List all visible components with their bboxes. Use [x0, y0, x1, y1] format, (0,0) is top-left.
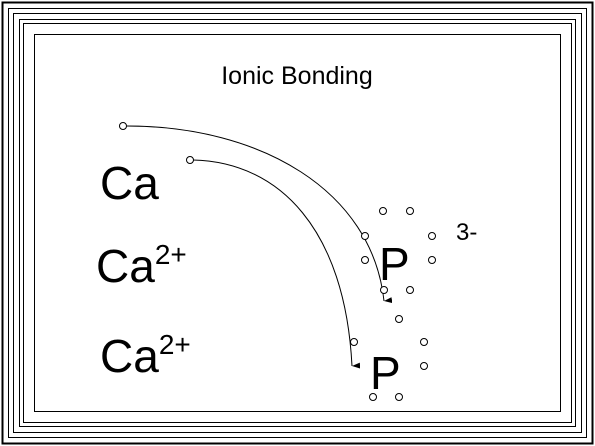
electron-p-lower-right-top: [420, 338, 428, 346]
electron-p-lower-right-bottom: [420, 362, 428, 370]
diagram-title: Ionic Bonding: [221, 62, 373, 90]
electron-p-lower-bottom-right: [395, 393, 403, 401]
electron-transfer-arrows: [126, 125, 393, 369]
electron-p-lower-top: [395, 315, 403, 323]
phosphorus-charge-label: 3-: [456, 219, 477, 246]
electron-p-upper-bottom-left: [380, 286, 388, 294]
electron-p-upper-bottom-right: [406, 286, 414, 294]
phosphorus-upper-label: P: [379, 238, 410, 290]
calcium-ion-2-charge: 2+: [159, 329, 191, 360]
electron-calcium-origin-2: [186, 156, 194, 164]
electron-p-upper-top-left: [379, 207, 387, 215]
calcium-ion-1: Ca2+: [96, 239, 187, 292]
electron-p-lower-left: [350, 338, 358, 346]
electron-p-upper-left-top: [361, 232, 369, 240]
electron-p-lower-bottom-left: [369, 393, 377, 401]
calcium-ion-1-symbol: Ca: [96, 240, 155, 292]
calcium-ion-2: Ca2+: [100, 329, 191, 382]
electron-arrow-outer: [126, 125, 393, 304]
electron-arrow-inner: [192, 159, 361, 369]
electron-p-upper-right-bottom: [428, 256, 436, 264]
calcium-ion-1-charge: 2+: [155, 239, 187, 270]
electron-p-upper-top-right: [406, 207, 414, 215]
electron-p-upper-right-top: [428, 232, 436, 240]
calcium-atom-label: Ca: [100, 157, 159, 209]
electron-calcium-origin-1: [119, 122, 127, 130]
calcium-ion-2-symbol: Ca: [100, 330, 159, 382]
valence-electrons: [119, 122, 436, 401]
phosphorus-lower-label: P: [370, 347, 401, 399]
electron-p-upper-left-bottom: [361, 256, 369, 264]
